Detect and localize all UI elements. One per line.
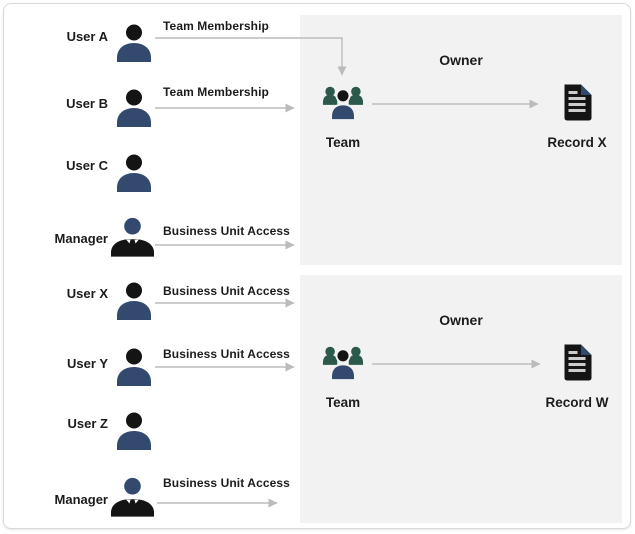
team-icon — [322, 86, 364, 121]
record-icon — [564, 344, 592, 381]
relationship-label: Team Membership — [163, 85, 269, 99]
team-owner-group-record-x: Owner Team Record X — [300, 15, 622, 265]
user-icon — [117, 282, 151, 320]
team-owner-group-record-w: Owner Team Record W — [300, 275, 622, 523]
relationship-label: Business Unit Access — [163, 284, 290, 298]
manager-icon — [110, 477, 155, 517]
manager-name-label: Manager — [54, 492, 108, 507]
record-label: Record W — [545, 395, 609, 410]
user-icon — [117, 412, 151, 450]
manager-icon — [110, 217, 155, 257]
user-name-label: User C — [66, 158, 108, 173]
manager-name-label: Manager — [54, 231, 108, 246]
user-icon — [117, 24, 151, 62]
user-name-label: User Z — [67, 416, 108, 431]
team-label: Team — [325, 135, 361, 150]
user-name-label: User B — [66, 96, 108, 111]
user-name-label: User A — [66, 29, 108, 44]
user-icon — [117, 89, 151, 127]
team-label: Team — [325, 395, 361, 410]
user-name-label: User X — [66, 286, 108, 301]
team-icon — [322, 346, 364, 381]
user-icon — [117, 154, 151, 192]
relationship-label: Business Unit Access — [163, 476, 290, 490]
relationship-label: Team Membership — [163, 19, 269, 33]
owner-label: Owner — [439, 52, 483, 68]
user-name-label: User Y — [67, 356, 108, 371]
record-label: Record X — [547, 135, 607, 150]
owner-label: Owner — [439, 312, 483, 328]
record-icon — [564, 84, 592, 121]
user-icon — [117, 348, 151, 386]
relationship-label: Business Unit Access — [163, 347, 290, 361]
relationship-label: Business Unit Access — [163, 224, 290, 238]
